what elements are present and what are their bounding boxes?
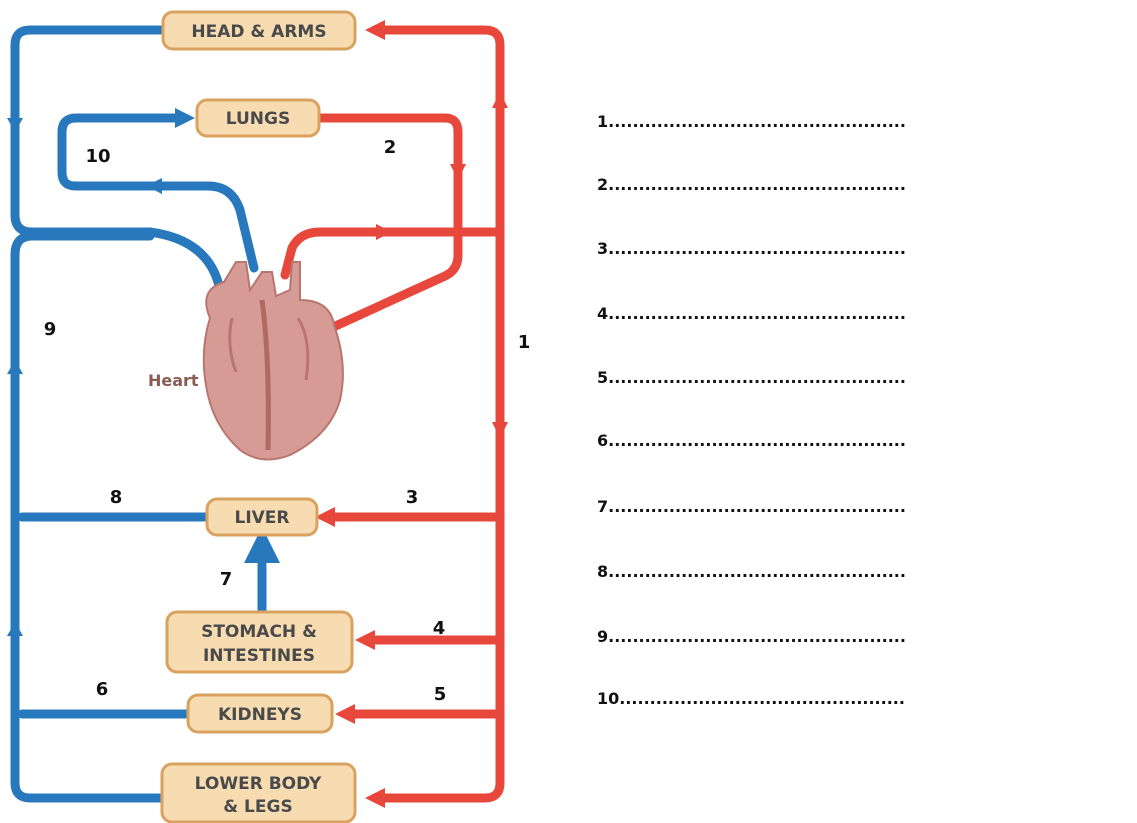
answer-line-3[interactable]: 3.......................................… <box>597 239 906 258</box>
organ-kidneys: KIDNEYS <box>188 695 332 732</box>
answer-line-8[interactable]: 8.......................................… <box>597 562 906 581</box>
red-arrows <box>312 20 508 808</box>
arrow-down-pulmonary-vein <box>450 164 466 180</box>
arrow-left-kidneys <box>335 704 355 724</box>
arrow-up-right-column <box>492 92 508 108</box>
organ-head-arms-label: HEAD & ARMS <box>191 22 326 42</box>
arrow-up-lower-column <box>7 622 23 636</box>
answer-line-1[interactable]: 1.......................................… <box>597 112 906 131</box>
vessel-number-8: 8 <box>110 487 123 508</box>
organ-lungs: LUNGS <box>197 100 319 136</box>
organ-lower-body-label-2: & LEGS <box>223 797 292 817</box>
vessel-pulmonary-artery <box>62 118 254 268</box>
vessel-number-4: 4 <box>433 618 446 639</box>
arrow-up-stomach-liver <box>252 535 272 552</box>
organ-liver: LIVER <box>207 499 317 535</box>
vessel-number-9: 9 <box>44 319 57 340</box>
arrow-left-lower-body <box>365 788 385 808</box>
answer-line-7[interactable]: 7.......................................… <box>597 497 906 516</box>
heart-illustration: Heart <box>148 262 343 459</box>
arrow-up-left-column <box>7 360 23 374</box>
vessel-number-7: 7 <box>220 569 233 590</box>
vessel-number-6: 6 <box>96 679 109 700</box>
answer-line-4[interactable]: 4.......................................… <box>597 304 906 323</box>
arrow-left-head <box>365 20 385 40</box>
answer-line-6[interactable]: 6.......................................… <box>597 431 906 450</box>
organ-lower-body: LOWER BODY & LEGS <box>162 764 355 822</box>
organ-lower-body-label-1: LOWER BODY <box>195 774 322 794</box>
organ-liver-label: LIVER <box>234 508 289 528</box>
arrow-left-stomach <box>355 630 375 650</box>
vessel-head-return <box>15 30 222 330</box>
organ-kidneys-label: KIDNEYS <box>218 705 302 725</box>
vessel-number-5: 5 <box>434 684 447 705</box>
arrow-down-head-return <box>7 118 23 132</box>
vessel-number-10: 10 <box>85 146 110 167</box>
organ-stomach: STOMACH & INTESTINES <box>167 612 352 672</box>
heart-label: Heart <box>148 371 199 390</box>
vessel-aorta-from-heart <box>285 232 500 275</box>
organ-stomach-label-1: STOMACH & <box>201 622 317 642</box>
answer-line-2[interactable]: 2.......................................… <box>597 175 906 194</box>
arrow-right-aorta <box>376 224 392 240</box>
organ-head-arms: HEAD & ARMS <box>163 12 355 49</box>
answer-line-5[interactable]: 5.......................................… <box>597 368 906 387</box>
vessel-number-3: 3 <box>406 487 419 508</box>
arrow-left-pulmonary <box>146 178 162 194</box>
organ-lungs-label: LUNGS <box>226 109 290 129</box>
vessel-number-1: 1 <box>518 332 531 353</box>
heart-shape <box>204 262 343 459</box>
vessel-number-2: 2 <box>384 137 397 158</box>
arrow-right-lungs <box>175 108 195 128</box>
arrow-down-right-column <box>492 422 508 438</box>
answer-line-9[interactable]: 9.......................................… <box>597 627 906 646</box>
answer-line-10[interactable]: 10......................................… <box>597 689 905 708</box>
organ-stomach-label-2: INTESTINES <box>203 646 315 666</box>
